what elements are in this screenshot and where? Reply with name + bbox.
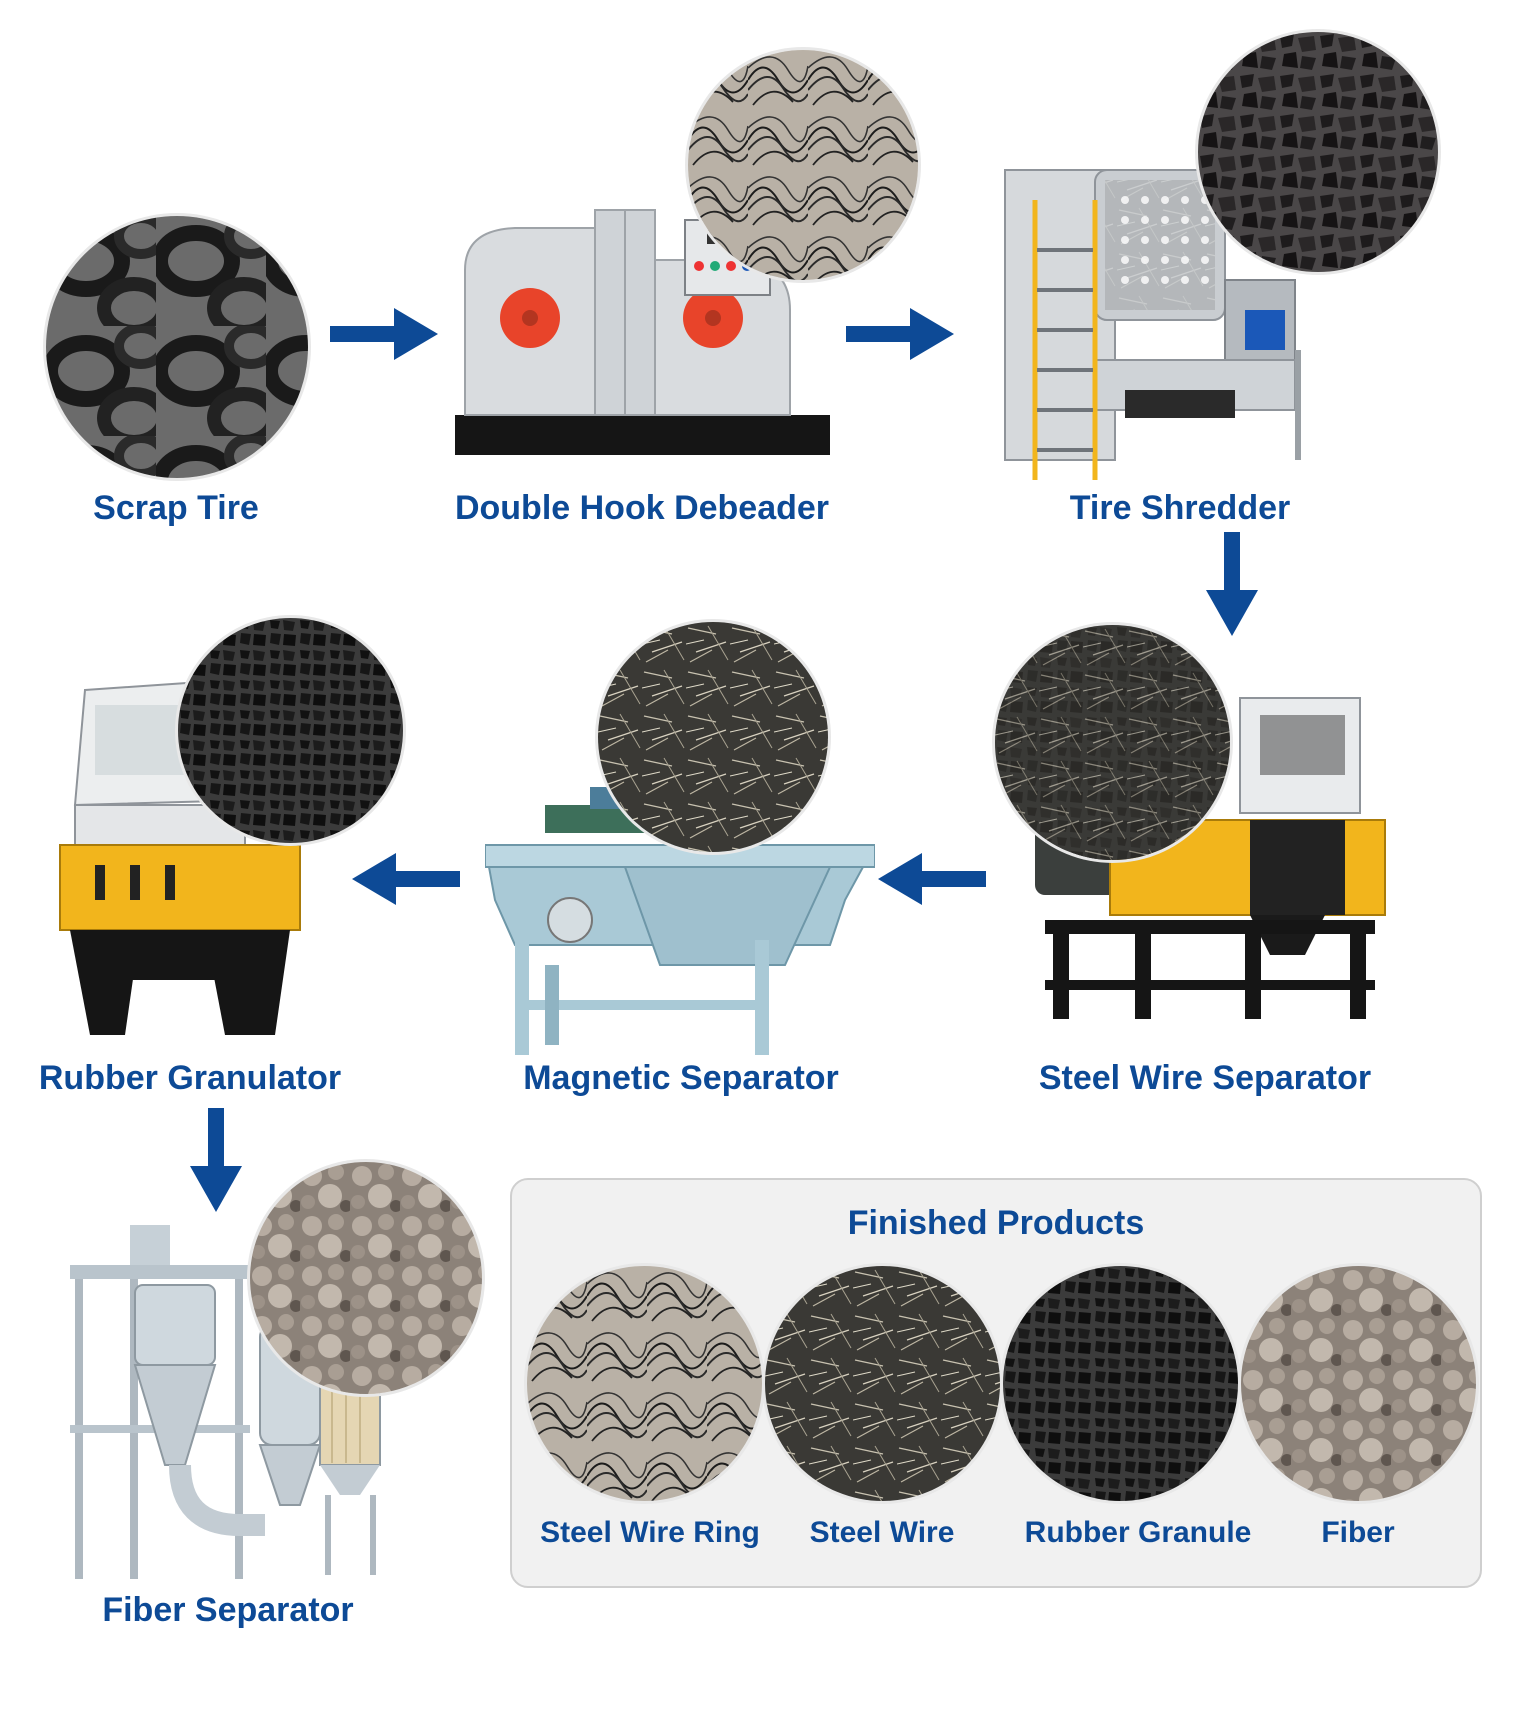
product-label-steel-wire: Steel Wire (809, 1516, 955, 1549)
steel-wire-ring-photo (688, 50, 918, 280)
product-steel-wire-photo (765, 1266, 1000, 1501)
step-label-fiber-separator: Fiber Separator (102, 1591, 354, 1629)
right-arrow-icon (846, 308, 954, 360)
rubber-granule-photo (178, 618, 403, 843)
left-arrow-icon (352, 853, 460, 905)
fiber-photo (250, 1162, 482, 1394)
step-label-scrap-tire: Scrap Tire (93, 489, 259, 527)
steel-wire-rubber-mix-photo (995, 625, 1230, 860)
finished-products-panel: Finished Products Steel Wire Ring Steel … (510, 1178, 1482, 1588)
product-label-steel-wire-ring: Steel Wire Ring (540, 1516, 760, 1549)
product-fiber-photo (1241, 1266, 1476, 1501)
down-arrow-icon (1206, 532, 1258, 636)
step-label-double-hook-debeader: Double Hook Debeader (454, 489, 830, 527)
product-rubber-granule-photo (1003, 1266, 1238, 1501)
step-label-rubber-granulator: Rubber Granulator (38, 1059, 342, 1097)
finished-products-title: Finished Products (847, 1204, 1145, 1242)
tire-shredder-machine (1004, 169, 1301, 480)
product-label-rubber-granule: Rubber Granule (1024, 1516, 1252, 1549)
left-arrow-icon (878, 853, 986, 905)
step-label-steel-wire-separator: Steel Wire Separator (1038, 1059, 1372, 1097)
right-arrow-icon (330, 308, 438, 360)
scrap-tire-photo (46, 216, 308, 478)
product-label-fiber: Fiber (1321, 1516, 1395, 1549)
double-hook-debeader-machine (455, 209, 830, 455)
steel-wire-photo (598, 622, 828, 852)
down-arrow-icon (190, 1108, 242, 1212)
step-label-magnetic-separator: Magnetic Separator (523, 1059, 839, 1097)
product-steel-wire-ring-photo (527, 1266, 762, 1501)
rubber-chips-photo (1198, 32, 1438, 272)
step-label-tire-shredder: Tire Shredder (1069, 489, 1291, 527)
